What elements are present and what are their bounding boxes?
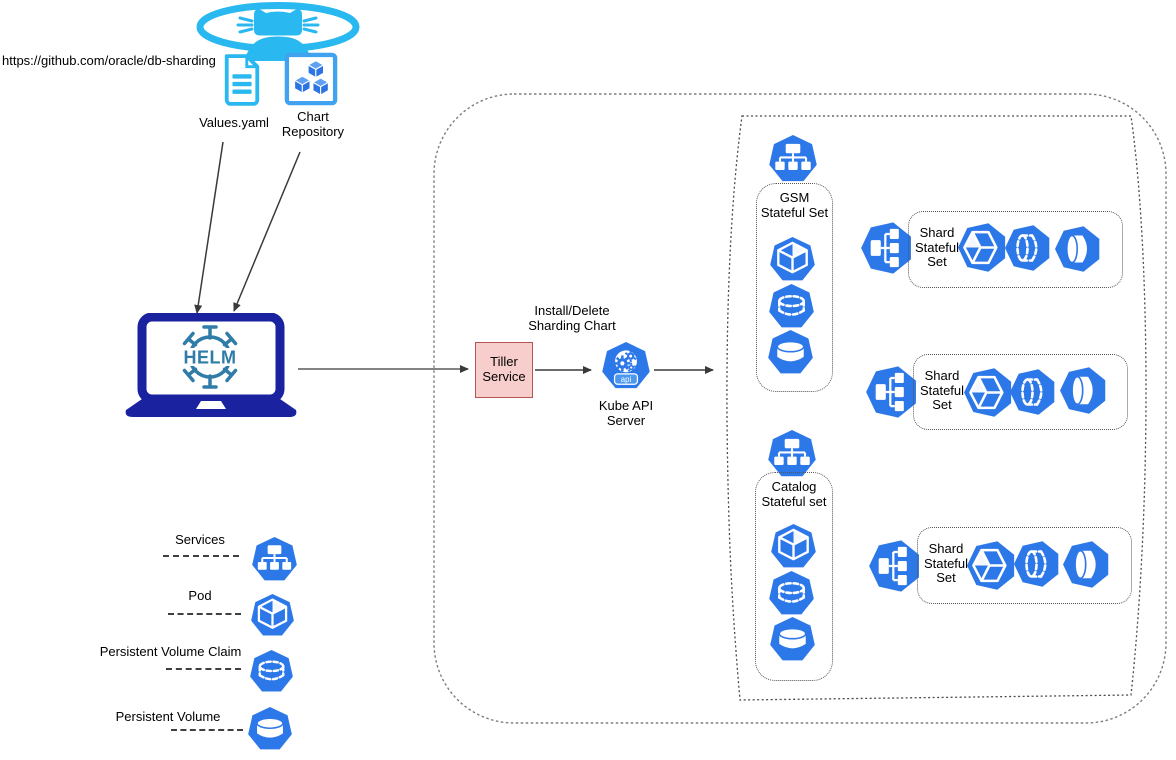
gsm-stateful-set-box: [756, 183, 833, 392]
kube-api-server-label: Kube API Server: [598, 398, 654, 428]
legend-label-services: Services: [175, 532, 225, 547]
pod-icon: [957, 222, 1008, 273]
pvc-icon: [768, 283, 815, 330]
persistent-volume-icon: [1062, 540, 1111, 589]
persistent-volume-icon: [767, 329, 814, 376]
legend-dash: [166, 668, 241, 670]
persistent-volume-icon: [247, 706, 293, 752]
github-octocat-icon: [196, 2, 360, 61]
pvc-icon: [1004, 224, 1052, 272]
legend-dash: [163, 555, 239, 557]
legend-dash: [171, 729, 243, 731]
pod-icon: [769, 236, 816, 283]
services-icon: [768, 134, 818, 184]
legend-dash: [168, 613, 241, 615]
values-yaml-label: Values.yaml: [199, 115, 269, 130]
persistent-volume-icon: [1054, 225, 1102, 273]
shard-stateful-set-label: Shard Stateful Set: [914, 225, 960, 270]
catalog-stateful-set-box: [755, 472, 833, 681]
pvc-icon: [768, 570, 815, 617]
shard-stateful-set-label: Shard Stateful Set: [919, 368, 965, 413]
cluster-boundary: [433, 93, 1167, 724]
tiller-service-box: Tiller Service: [475, 342, 533, 398]
shard-stateful-set-box: [913, 354, 1128, 430]
arrow-chartrepo-to-helm: [233, 151, 301, 312]
legend-label-pod: Pod: [188, 588, 212, 603]
pod-icon: [770, 523, 817, 570]
chart-repository-icon: [284, 52, 338, 106]
pvc-icon: [1009, 368, 1057, 416]
persistent-volume-icon: [769, 616, 816, 663]
pod-icon: [250, 593, 295, 638]
stateful-set-icon: [865, 365, 919, 419]
tiller-service-label: Tiller Service: [482, 354, 526, 384]
helm-laptop-icon: HELM: [125, 313, 297, 417]
shard-stateful-set-box: [908, 211, 1123, 288]
chart-repository-label: Chart Repository: [281, 109, 345, 139]
pod-icon: [966, 540, 1017, 591]
shard-stateful-set-label: Shard Stateful Set: [923, 541, 969, 586]
services-icon: [251, 536, 298, 583]
repo-url: https://github.com/oracle/db-sharding: [2, 53, 216, 68]
values-yaml-document-icon: [224, 54, 260, 106]
stateful-set-icon: [868, 539, 922, 593]
stateful-set-icon: [860, 221, 914, 275]
install-delete-label: Install/Delete Sharding Chart: [528, 303, 616, 333]
persistent-volume-icon: [1059, 366, 1108, 415]
arrow-values-to-helm: [194, 141, 224, 314]
helm-logo-text: HELM: [184, 348, 237, 368]
kube-api-server-icon: [601, 341, 651, 391]
shard-stateful-set-box: [917, 527, 1132, 604]
pvc-icon: [1013, 540, 1061, 588]
gsm-stateful-set-label: GSM Stateful Set: [760, 190, 829, 220]
pod-icon: [963, 367, 1014, 418]
helm-logo: HELM: [182, 325, 238, 389]
legend-label-pvc: Persistent Volume Claim: [99, 644, 242, 659]
pvc-icon: [249, 649, 294, 694]
catalog-stateful-set-label: Catalog Stateful set: [761, 479, 827, 509]
legend-label-pv: Persistent Volume: [115, 709, 221, 724]
